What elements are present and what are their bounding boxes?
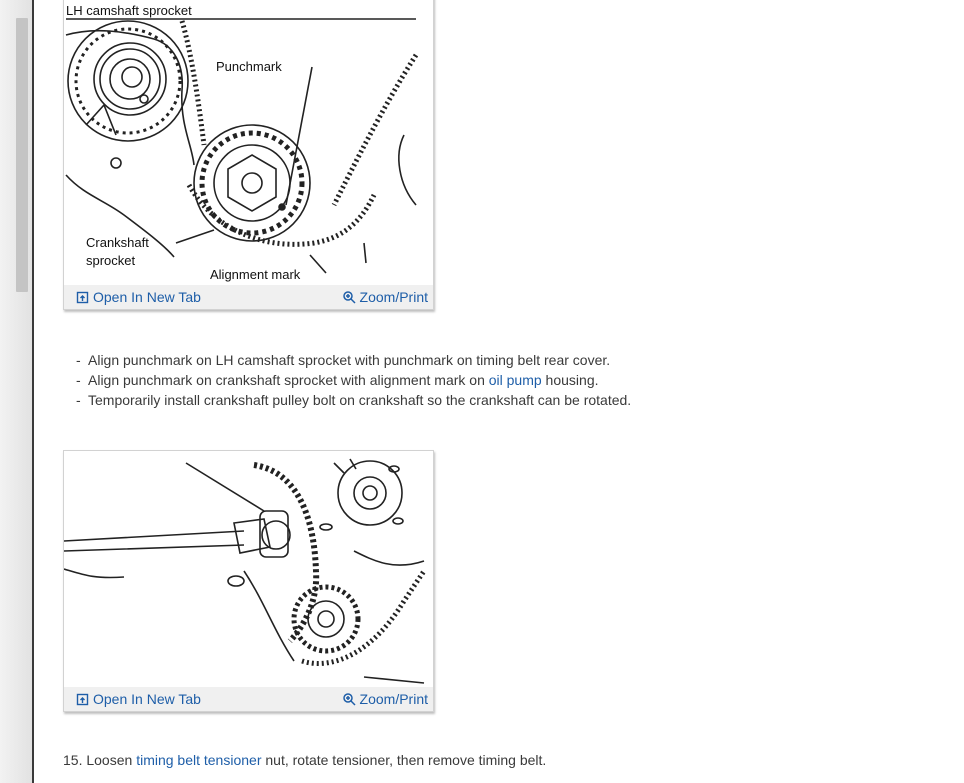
label-sprocket: sprocket: [86, 253, 136, 268]
step-15: 15. Loosen timing belt tensioner nut, ro…: [63, 752, 547, 768]
figure-toolbar: Open In New Tab Zoom/Print: [64, 285, 433, 309]
open-new-tab-label: Open In New Tab: [93, 691, 201, 707]
zoom-icon: [342, 692, 356, 706]
figure-camshaft-alignment: LH camshaft sprocket Punchmark Crankshaf…: [63, 0, 434, 310]
label-punchmark: Punchmark: [216, 59, 282, 74]
diagram-tensioner-tool: [64, 458, 427, 684]
instruction-bullets: -Align punchmark on LH camshaft sprocket…: [76, 350, 631, 410]
diagram-camshaft-crankshaft: LH camshaft sprocket Punchmark Crankshaf…: [65, 3, 419, 282]
scrollbar-thumb[interactable]: [16, 18, 28, 292]
open-new-tab-link[interactable]: Open In New Tab: [76, 691, 201, 707]
zoom-print-label: Zoom/Print: [359, 289, 428, 305]
label-alignment-mark: Alignment mark: [210, 267, 301, 282]
open-new-tab-icon: [76, 693, 89, 705]
label-crankshaft: Crankshaft: [86, 235, 149, 250]
figure-tensioner: Open In New Tab Zoom/Print: [63, 450, 434, 712]
timing-belt-tensioner-link[interactable]: timing belt tensioner: [136, 752, 262, 768]
zoom-print-link[interactable]: Zoom/Print: [342, 289, 428, 305]
label-lh-camshaft: LH camshaft sprocket: [66, 3, 192, 18]
figure-toolbar: Open In New Tab Zoom/Print: [64, 687, 433, 711]
open-new-tab-label: Open In New Tab: [93, 289, 201, 305]
oil-pump-link[interactable]: oil pump: [488, 372, 542, 388]
left-rail: [0, 0, 34, 783]
zoom-print-link[interactable]: Zoom/Print: [342, 691, 428, 707]
zoom-print-label: Zoom/Print: [359, 691, 428, 707]
bullet-item: -Align punchmark on LH camshaft sprocket…: [76, 352, 611, 368]
bullet-item: -Align punchmark on crankshaft sprocket …: [76, 372, 599, 388]
bullet-item: -Temporarily install crankshaft pulley b…: [76, 392, 632, 408]
zoom-icon: [342, 290, 356, 304]
open-new-tab-icon: [76, 291, 89, 303]
open-new-tab-link[interactable]: Open In New Tab: [76, 289, 201, 305]
step-number: 15.: [63, 752, 83, 768]
